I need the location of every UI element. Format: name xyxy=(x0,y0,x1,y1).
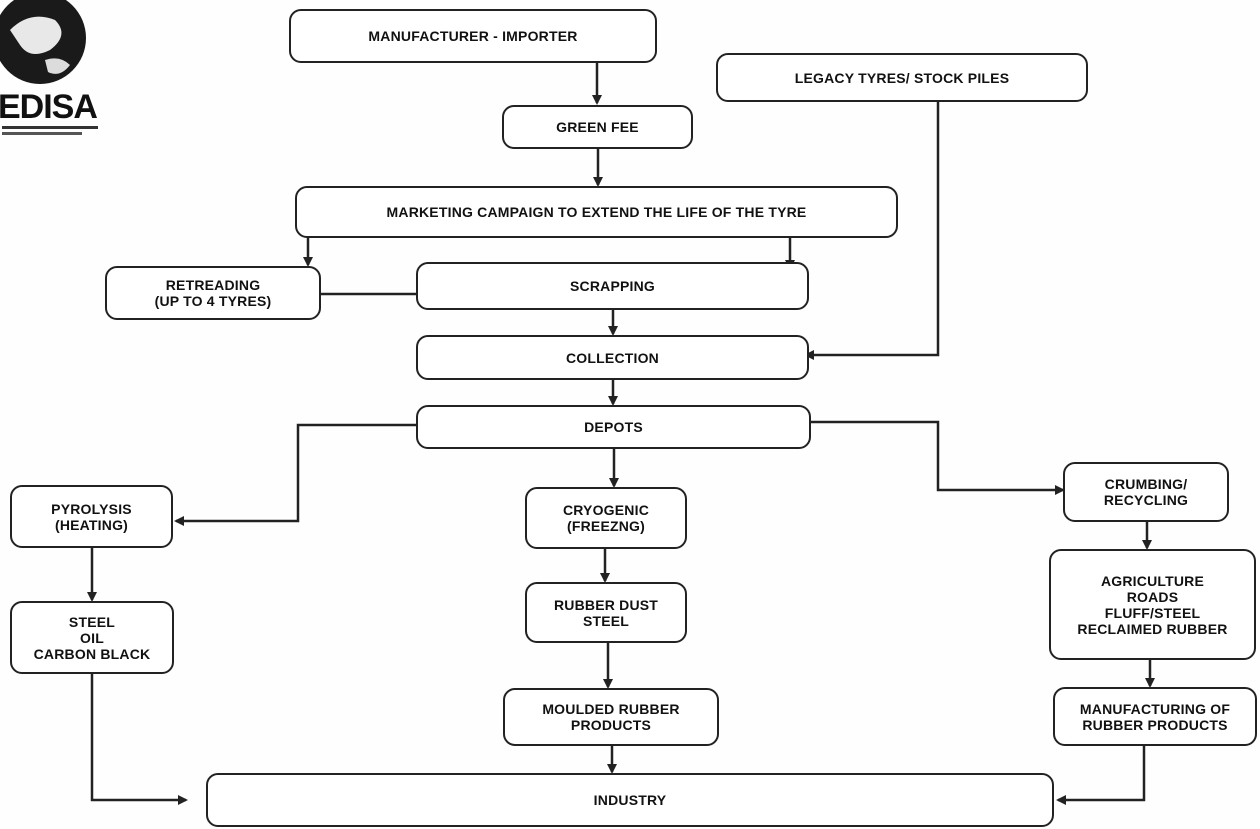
globe-icon xyxy=(0,0,86,84)
node-label: CRUMBING/ RECYCLING xyxy=(1103,476,1189,508)
node-label: STEEL OIL CARBON BLACK xyxy=(33,613,151,662)
node-label: INDUSTRY xyxy=(593,792,667,808)
node-label: SCRAPPING xyxy=(569,278,656,294)
node-label: GREEN FEE xyxy=(556,119,639,135)
node-label: MARKETING CAMPAIGN TO EXTEND THE LIFE OF… xyxy=(386,204,807,220)
arrow-legacy-collection xyxy=(804,102,940,360)
node-label: LEGACY TYRES/ STOCK PILES xyxy=(794,69,1010,86)
node-green-fee: GREEN FEE xyxy=(502,105,693,149)
node-pyrolysis: PYROLYSIS (HEATING) xyxy=(10,485,173,548)
node-label: MOULDED RUBBER PRODUCTS xyxy=(542,701,680,733)
edisa-logo: EDISA xyxy=(0,0,110,150)
node-crumbing-recycling: CRUMBING/ RECYCLING xyxy=(1063,462,1229,522)
node-label: PYROLYSIS (HEATING) xyxy=(51,500,132,533)
node-label: MANUFACTURING OF RUBBER PRODUCTS xyxy=(1079,700,1231,733)
node-collection: COLLECTION xyxy=(416,335,809,380)
node-industry: INDUSTRY xyxy=(206,773,1054,827)
node-rubber-dust-steel: RUBBER DUST STEEL xyxy=(525,582,687,643)
node-label: RETREADING (UP TO 4 TYRES) xyxy=(154,277,272,309)
node-agriculture-roads: AGRICULTURE ROADS FLUFF/STEEL RECLAIMED … xyxy=(1049,549,1256,660)
node-steel-oil-carbon: STEEL OIL CARBON BLACK xyxy=(10,601,174,674)
node-scrapping: SCRAPPING xyxy=(416,262,809,310)
arrow-steel-industry xyxy=(90,674,188,805)
node-label: COLLECTION xyxy=(566,349,659,366)
node-marketing-campaign: MARKETING CAMPAIGN TO EXTEND THE LIFE OF… xyxy=(295,186,898,238)
node-legacy-tyres: LEGACY TYRES/ STOCK PILES xyxy=(716,53,1088,102)
arrow-depots-pyrolysis xyxy=(174,423,416,526)
node-retreading: RETREADING (UP TO 4 TYRES) xyxy=(105,266,321,320)
node-label: DEPOTS xyxy=(584,419,643,435)
node-label: AGRICULTURE ROADS FLUFF/STEEL RECLAIMED … xyxy=(1077,572,1228,637)
logo-tagline-graphic xyxy=(2,126,98,135)
node-label: MANUFACTURER - IMPORTER xyxy=(368,28,578,44)
node-label: CRYOGENIC (FREEZNG) xyxy=(562,502,650,534)
logo-wordmark: EDISA xyxy=(0,88,98,126)
node-moulded-rubber: MOULDED RUBBER PRODUCTS xyxy=(503,688,719,746)
node-label: RUBBER DUST STEEL xyxy=(553,596,659,629)
node-cryogenic: CRYOGENIC (FREEZNG) xyxy=(525,487,687,549)
node-manufacturing-rubber: MANUFACTURING OF RUBBER PRODUCTS xyxy=(1053,687,1257,746)
arrow-manufacturing-industry xyxy=(1056,746,1146,805)
node-manufacturer-importer: MANUFACTURER - IMPORTER xyxy=(289,9,657,63)
arrow-depots-crumbing xyxy=(811,420,1065,495)
node-depots: DEPOTS xyxy=(416,405,811,449)
